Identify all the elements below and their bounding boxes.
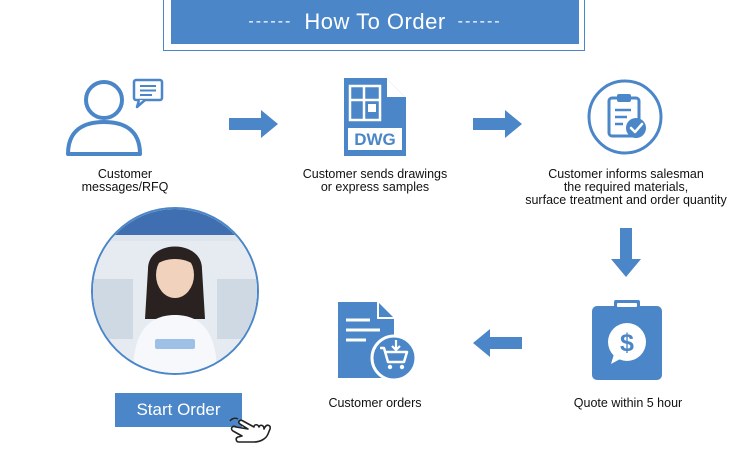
arrow-left-icon [472,328,522,358]
step-label-line: Quote within 5 hour [573,396,683,410]
page-title-banner: ------ How To Order ------ [171,0,579,44]
step-label-line: the required materials, [563,180,689,194]
step-label-rfq: Customer messages/RFQ [50,168,200,194]
dwg-file-icon: DWG [342,76,408,158]
step-label-drawings: Customer sends drawings or express sampl… [280,168,470,194]
step-label-line: Customer sends drawings [302,167,448,181]
clipboard-check-icon [586,78,664,156]
step-label-orders: Customer orders [300,397,450,410]
start-order-button[interactable]: Start Order [115,393,242,427]
quote-dollar-icon: $ [590,298,664,382]
order-cart-icon [336,300,418,382]
banner-frame [163,0,585,51]
step-label-line: surface treatment and order quantity [525,193,727,207]
page-title: How To Order [304,9,446,34]
arrow-down-icon [610,228,642,278]
step-label-line: Customer informs salesman [548,167,704,181]
hand-pointer-icon [228,417,276,449]
title-dash-left: ------ [248,13,293,30]
step-label-line: Customer orders [328,396,422,410]
dwg-text: DWG [354,130,396,149]
step-label-line: or express samples [320,180,430,194]
person-message-icon [60,72,168,160]
arrow-right-icon [473,109,523,139]
dollar-sign-text: $ [620,329,634,357]
salesperson-photo [91,207,259,375]
step-label-quote: Quote within 5 hour [548,397,708,410]
title-dash-right: ------ [457,13,502,30]
step-label-line: Customer [97,167,153,181]
step-label-line: messages/RFQ [81,180,169,194]
arrow-right-icon [229,109,279,139]
step-label-materials: Customer informs salesman the required m… [508,168,744,207]
